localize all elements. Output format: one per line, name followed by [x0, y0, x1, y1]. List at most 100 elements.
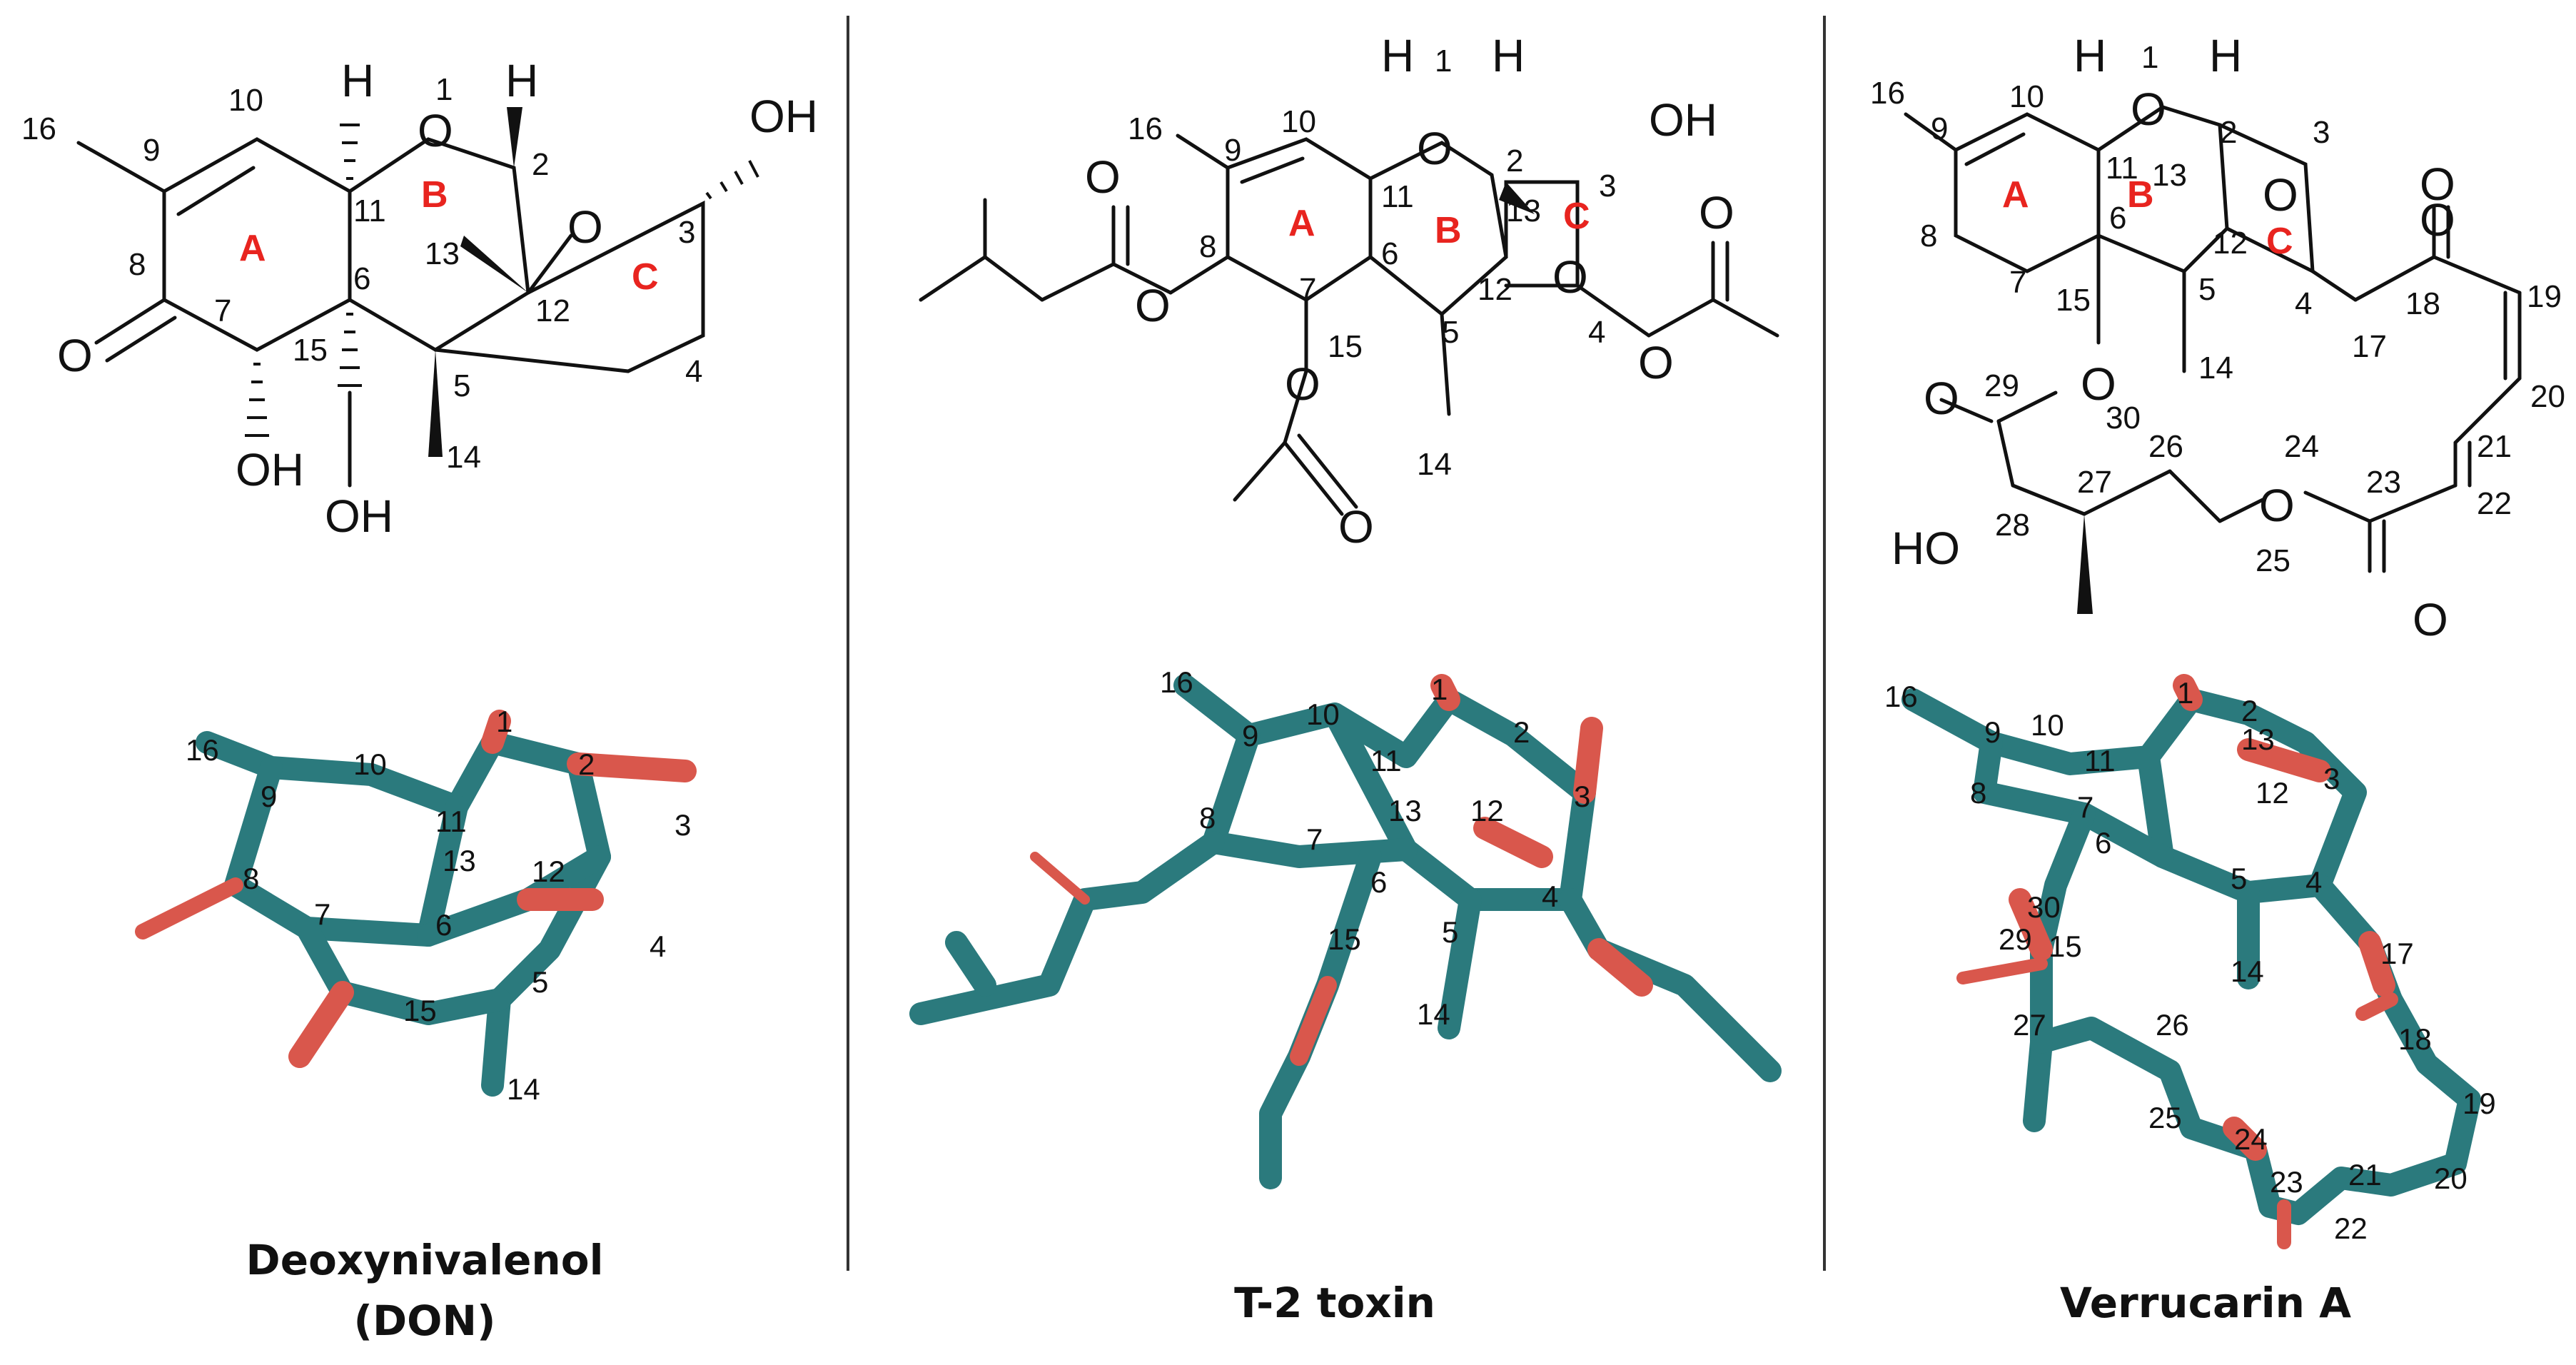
svg-text:20: 20 — [2434, 1162, 2468, 1195]
svg-text:4: 4 — [2305, 865, 2322, 899]
svg-text:2: 2 — [532, 147, 549, 182]
svg-text:27: 27 — [2077, 465, 2112, 500]
svg-text:12: 12 — [532, 855, 565, 888]
svg-text:6: 6 — [435, 908, 452, 942]
svg-text:14: 14 — [2231, 955, 2264, 988]
t2-2d-structure: H H O O OH O O O O O O A B C 1 2 3 4 5 6… — [919, 30, 1779, 553]
svg-text:10: 10 — [353, 747, 387, 781]
svg-text:C: C — [2266, 221, 2293, 262]
svg-text:18: 18 — [2405, 286, 2440, 321]
svg-text:30: 30 — [2106, 401, 2141, 435]
svg-text:16: 16 — [1884, 680, 1918, 713]
svg-text:9: 9 — [261, 780, 277, 813]
compound-name-don: Deoxynivalenol — [246, 1236, 604, 1284]
svg-text:9: 9 — [1224, 133, 1241, 168]
svg-text:12: 12 — [2213, 226, 2248, 261]
svg-text:H: H — [1381, 30, 1414, 81]
svg-text:B: B — [1435, 210, 1462, 251]
svg-text:27: 27 — [2013, 1008, 2046, 1042]
svg-text:6: 6 — [353, 261, 370, 296]
svg-text:5: 5 — [1442, 915, 1458, 949]
compound-name-t2: T-2 toxin — [1234, 1279, 1435, 1327]
svg-text:O: O — [2263, 169, 2298, 221]
don-2d-structure: H H O O O OH OH OH A B C 1 2 3 4 5 6 7 8… — [21, 55, 818, 542]
svg-text:O: O — [567, 201, 603, 253]
svg-text:5: 5 — [1442, 315, 1459, 350]
svg-text:A: A — [2002, 174, 2029, 216]
svg-text:8: 8 — [1199, 229, 1216, 264]
svg-text:10: 10 — [2031, 708, 2064, 742]
svg-text:9: 9 — [1984, 715, 2001, 749]
svg-text:14: 14 — [507, 1072, 540, 1106]
svg-text:B: B — [2127, 174, 2154, 216]
svg-text:26: 26 — [2156, 1008, 2189, 1042]
svg-text:3: 3 — [2323, 762, 2340, 795]
svg-text:OH: OH — [1649, 94, 1717, 146]
compound-abbr-don: (DON) — [353, 1296, 495, 1345]
svg-text:O: O — [1699, 187, 1734, 238]
svg-text:4: 4 — [650, 930, 666, 963]
svg-text:25: 25 — [2148, 1101, 2182, 1134]
svg-text:5: 5 — [2231, 862, 2247, 895]
svg-text:23: 23 — [2270, 1165, 2303, 1199]
svg-text:O: O — [2131, 84, 2166, 135]
svg-text:O: O — [2081, 358, 2116, 410]
svg-text:15: 15 — [403, 994, 437, 1027]
svg-text:C: C — [1563, 196, 1590, 237]
svg-text:O: O — [1285, 358, 1320, 410]
svg-text:25: 25 — [2256, 543, 2290, 578]
svg-text:2: 2 — [1506, 143, 1523, 178]
svg-text:3: 3 — [675, 808, 691, 842]
svg-text:4: 4 — [685, 354, 702, 389]
svg-text:2: 2 — [2241, 694, 2258, 727]
svg-text:21: 21 — [2348, 1158, 2382, 1192]
svg-text:O: O — [1135, 280, 1171, 331]
svg-text:8: 8 — [128, 247, 146, 282]
svg-text:4: 4 — [1588, 315, 1605, 350]
svg-text:13: 13 — [425, 236, 460, 271]
svg-text:22: 22 — [2334, 1212, 2368, 1245]
svg-text:21: 21 — [2477, 429, 2512, 464]
svg-text:O: O — [1085, 151, 1121, 203]
svg-text:8: 8 — [1970, 776, 1986, 810]
svg-text:1: 1 — [2141, 40, 2158, 75]
svg-text:6: 6 — [1381, 236, 1398, 271]
svg-text:3: 3 — [1574, 780, 1590, 813]
svg-text:OH: OH — [749, 91, 818, 142]
svg-text:19: 19 — [2463, 1087, 2496, 1120]
svg-text:H: H — [2209, 30, 2242, 81]
svg-text:H: H — [505, 55, 538, 106]
svg-text:2: 2 — [1513, 715, 1530, 749]
svg-text:16: 16 — [1870, 76, 1905, 111]
svg-text:O: O — [57, 330, 93, 381]
svg-text:O: O — [2259, 480, 2295, 531]
svg-text:1: 1 — [435, 72, 453, 107]
verrucarin-3d-model: 16 9 10 8 7 11 6 1 2 13 12 3 4 5 14 17 1… — [1884, 674, 2496, 1249]
svg-text:3: 3 — [2313, 115, 2330, 150]
svg-text:8: 8 — [1199, 801, 1216, 835]
svg-text:B: B — [421, 174, 448, 216]
svg-text:O: O — [418, 105, 453, 156]
svg-text:A: A — [239, 228, 266, 269]
svg-text:1: 1 — [2177, 676, 2193, 710]
svg-text:29: 29 — [1999, 922, 2032, 956]
svg-text:8: 8 — [243, 862, 259, 895]
svg-text:H: H — [2074, 30, 2106, 81]
svg-text:14: 14 — [1417, 447, 1452, 482]
svg-text:13: 13 — [2241, 722, 2275, 756]
svg-text:10: 10 — [2009, 79, 2044, 114]
svg-text:A: A — [1288, 203, 1315, 244]
svg-text:13: 13 — [2152, 158, 2187, 193]
svg-text:13: 13 — [1506, 193, 1541, 228]
svg-text:16: 16 — [1160, 665, 1193, 699]
svg-text:2: 2 — [578, 747, 595, 781]
svg-text:15: 15 — [293, 333, 328, 368]
svg-text:9: 9 — [1931, 111, 1948, 146]
svg-text:H: H — [341, 55, 374, 106]
svg-text:11: 11 — [435, 805, 467, 838]
svg-text:6: 6 — [1370, 865, 1387, 899]
svg-text:17: 17 — [2352, 329, 2387, 364]
svg-text:22: 22 — [2477, 486, 2512, 521]
svg-text:4: 4 — [2295, 286, 2312, 321]
svg-text:30: 30 — [2027, 890, 2061, 924]
